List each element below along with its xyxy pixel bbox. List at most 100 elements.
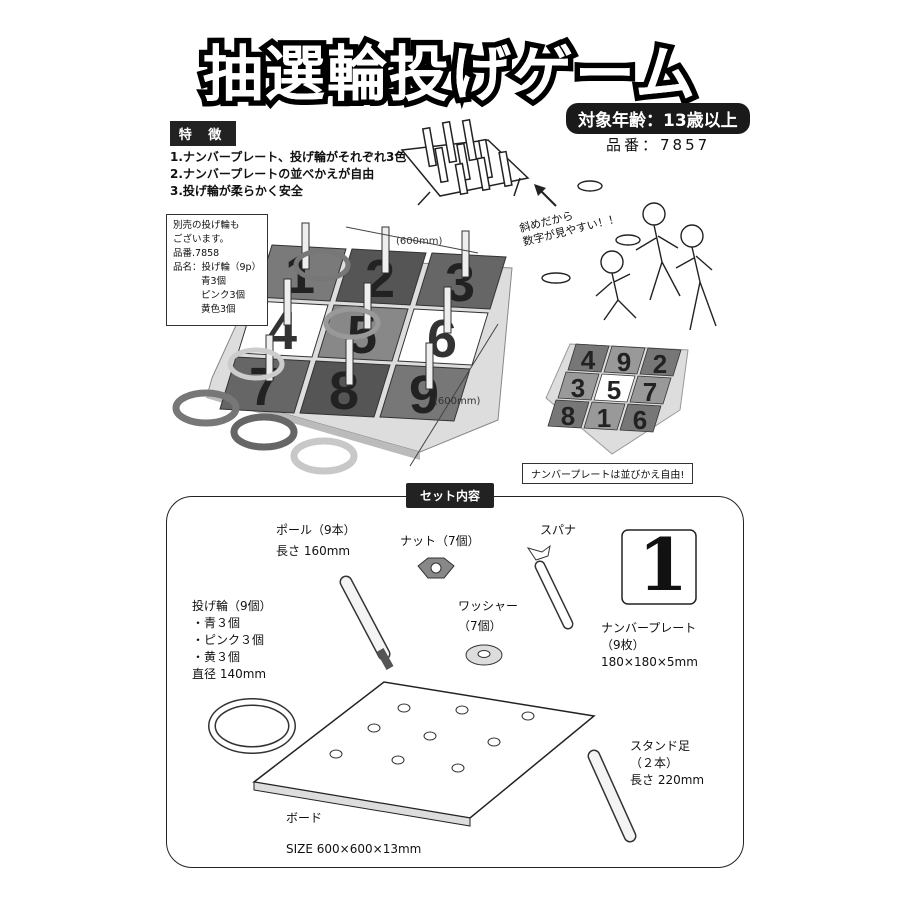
ring-on-pole [293, 248, 351, 282]
board-plate [219, 356, 311, 414]
nut-part [417, 557, 455, 579]
page-title: 抽選輪投げゲーム [202, 40, 698, 110]
board-hole [487, 737, 501, 747]
pole-label: ポール（9本） 長さ 160mm [276, 522, 356, 560]
board-pole [443, 286, 452, 334]
alt-board-plate [639, 347, 682, 377]
alt-board-plate [547, 399, 590, 429]
ring-pink: ・ピンク３個 [192, 633, 265, 647]
board-name: ボード [286, 811, 323, 825]
note-line: 品名：投げ輪（9p） [173, 262, 262, 273]
stand-name: スタンド足 [630, 739, 691, 753]
plate-label: ナンバープレート （9枚） 180×180×5mm [601, 620, 698, 671]
board-plate [379, 364, 471, 422]
board-pole [301, 222, 310, 270]
stand-leg-part [587, 749, 637, 843]
washer-count: （7個） [458, 619, 502, 633]
board-hole [451, 763, 465, 773]
board-pole [425, 342, 434, 390]
board-plate-number: 8 [329, 361, 359, 421]
alt-board-plate [567, 343, 610, 373]
board-plate [299, 360, 391, 418]
board-pole [265, 334, 274, 382]
stand-length: 長さ 220mm [630, 773, 705, 787]
board-size: SIZE 600×600×13mm [286, 842, 422, 856]
feature-item-2: 2.ナンバープレートの並べかえが自由 [170, 167, 375, 181]
spanner-label: スパナ [540, 523, 577, 537]
ring-on-pole [227, 347, 285, 381]
loose-rings [172, 389, 358, 475]
plate-name: ナンバープレート [601, 621, 697, 635]
alt-board-plate-number: 4 [581, 345, 596, 375]
note-line: 青3個 [201, 276, 227, 287]
alt-board-plate [557, 371, 600, 401]
number-plate-part [621, 529, 697, 605]
board-hole [455, 705, 469, 715]
board-part [252, 681, 596, 827]
alt-board-plate-number: 8 [561, 401, 575, 431]
board-hole [423, 731, 437, 741]
alt-board-plate-number: 2 [653, 349, 667, 379]
note-line: 黄色3個 [201, 304, 236, 315]
ring-diameter: 直径 140mm [192, 667, 267, 681]
plate-count: （9枚） [601, 638, 645, 652]
note-line: ございます。 [173, 234, 230, 245]
feature-item-3: 3.投げ輪が柔らかく安全 [170, 184, 303, 198]
note-line: 別売の投げ輪も [173, 220, 240, 231]
board-pole [381, 226, 390, 274]
separate-sale-note: 別売の投げ輪も ございます。 品番.7858 品名：投げ輪（9p） 青3個 ピン… [166, 214, 268, 326]
nut-label: ナット（7個） [400, 534, 480, 548]
dimension-depth: (600mm) [434, 396, 481, 407]
page-title-outline: 抽選輪投げゲーム [197, 35, 700, 116]
board-pole [283, 278, 292, 326]
board-plate [415, 252, 507, 310]
stand-diagram [400, 118, 530, 206]
note-line: 品番.7858 [173, 248, 220, 259]
plate-number: 1 [638, 522, 689, 607]
rearrange-caption: ナンバープレートは並びかえ自由! [522, 463, 694, 484]
board-label: ボード SIZE 600×600×13mm [286, 810, 421, 858]
feature-item-1: 1.ナンバープレート、投げ輪がそれぞれ3色 [170, 150, 407, 164]
ring-name: 投げ輪（9個） [192, 599, 272, 613]
alt-board-plate-number: 7 [643, 377, 657, 407]
note-line: ピンク3個 [201, 290, 246, 301]
stand-count: （２本） [630, 756, 679, 770]
target-age-badge: 対象年齢：13歳以上 [566, 103, 750, 134]
board-plate-number: 7 [249, 357, 279, 417]
board-hole [329, 749, 343, 759]
pole-name: ポール（9本） [276, 523, 356, 537]
board-pole [363, 282, 372, 330]
alt-board-plate [619, 403, 662, 433]
alt-board-plate-number: 1 [597, 403, 611, 433]
ring-on-pole [323, 306, 381, 340]
board-plate [335, 248, 427, 306]
board-hole [391, 755, 405, 765]
alt-board-plate [603, 345, 646, 375]
alt-board-plate-number: 5 [607, 375, 621, 405]
washer-name: ワッシャー [458, 599, 519, 613]
board-plate-number: 9 [409, 365, 439, 425]
ring-blue: ・青３個 [192, 616, 241, 630]
pole-part [339, 575, 394, 670]
board-hole [367, 723, 381, 733]
players-illustration [541, 180, 717, 331]
board-plate [317, 304, 409, 362]
washer-label: ワッシャー （7個） [458, 598, 518, 635]
board-hole [397, 703, 411, 713]
alt-board-plate-number: 9 [617, 347, 631, 377]
arrow-icon [534, 184, 557, 207]
ring-yellow: ・黄３個 [192, 650, 241, 664]
ring-label: 投げ輪（9個） ・青３個 ・ピンク３個 ・黄３個 直径 140mm [192, 598, 272, 683]
stand-label: スタンド足 （２本） 長さ 220mm [630, 738, 704, 789]
board-pole [461, 230, 470, 278]
set-contents-heading: セット内容 [406, 483, 495, 508]
board-plate [397, 308, 489, 366]
dimension-width: (600mm) [396, 236, 443, 247]
plate-size: 180×180×5mm [601, 655, 698, 669]
washer-part [465, 644, 503, 666]
alt-board-plate-number: 3 [571, 373, 585, 403]
alt-board-plate [629, 375, 672, 405]
